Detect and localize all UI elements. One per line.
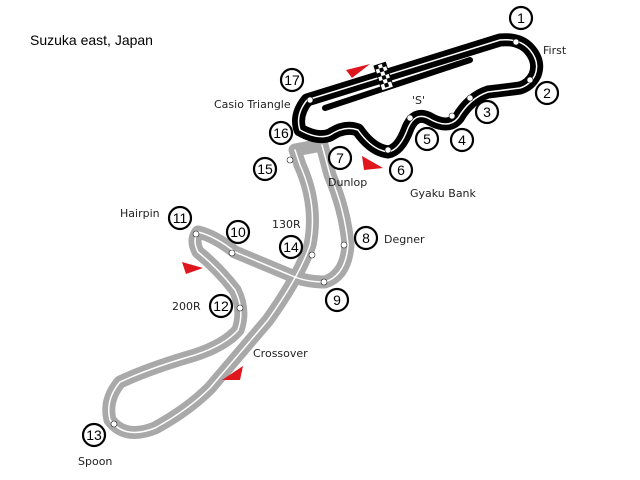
turn-badge-12: 12 <box>208 293 234 319</box>
svg-text:16: 16 <box>273 125 289 141</box>
direction-arrow <box>222 366 243 380</box>
turn-badge-2: 2 <box>534 80 560 106</box>
turn-badge-4: 4 <box>449 127 475 153</box>
label-crossover: Crossover <box>253 347 308 360</box>
turn-badge-16: 16 <box>268 120 294 146</box>
turn-badge-7: 7 <box>327 145 353 171</box>
turn-badge-10: 10 <box>225 219 251 245</box>
svg-text:5: 5 <box>423 131 431 147</box>
turn-badge-6: 6 <box>388 157 414 183</box>
label-s-curve: 'S' <box>412 94 425 107</box>
svg-text:2: 2 <box>543 85 551 101</box>
direction-arrows <box>182 64 383 380</box>
turn-badge-3: 3 <box>474 99 500 125</box>
turn-badge-1: 1 <box>508 5 534 31</box>
svg-text:3: 3 <box>483 104 491 120</box>
svg-text:6: 6 <box>397 162 405 178</box>
turn-badge-5: 5 <box>414 126 440 152</box>
turn-badge-11: 11 <box>167 205 193 231</box>
svg-text:8: 8 <box>362 230 370 246</box>
turn-badge-9: 9 <box>324 287 350 313</box>
svg-text:1: 1 <box>517 10 525 26</box>
inactive-track <box>102 138 355 439</box>
turn-badge-17: 17 <box>279 67 305 93</box>
label-200r: 200R <box>172 300 201 313</box>
start-finish-line <box>373 61 395 92</box>
turn-badge-14: 14 <box>278 234 304 260</box>
svg-text:12: 12 <box>213 298 229 314</box>
label-hairpin: Hairpin <box>120 207 160 220</box>
label-gyaku-bank: Gyaku Bank <box>410 187 477 200</box>
label-casio-triangle: Casio Triangle <box>214 98 291 111</box>
corner-labels: First 'S' Gyaku Bank Dunlop Degner 130R … <box>78 44 567 468</box>
svg-text:14: 14 <box>283 239 299 255</box>
direction-arrow <box>182 262 203 274</box>
turn-badges: 1 2 3 4 5 6 7 8 9 10 11 12 13 14 15 16 1… <box>81 5 560 448</box>
label-degner: Degner <box>384 233 425 246</box>
label-130r: 130R <box>272 218 301 231</box>
svg-text:10: 10 <box>230 224 246 240</box>
label-dunlop: Dunlop <box>328 176 367 189</box>
label-first: First <box>543 44 567 57</box>
svg-text:9: 9 <box>333 292 341 308</box>
svg-text:4: 4 <box>458 132 466 148</box>
direction-arrow <box>362 156 383 170</box>
svg-text:7: 7 <box>336 150 344 166</box>
turn-badge-8: 8 <box>353 225 379 251</box>
page-title: Suzuka east, Japan <box>30 32 153 48</box>
turn-badge-15: 15 <box>252 156 278 182</box>
label-spoon: Spoon <box>78 455 112 468</box>
svg-text:13: 13 <box>86 427 102 443</box>
svg-text:17: 17 <box>284 72 300 88</box>
turn-badge-13: 13 <box>81 422 107 448</box>
svg-text:15: 15 <box>257 161 273 177</box>
active-track <box>292 33 544 159</box>
corner-markers <box>110 38 534 428</box>
svg-text:11: 11 <box>173 210 188 226</box>
direction-arrow <box>346 64 370 78</box>
